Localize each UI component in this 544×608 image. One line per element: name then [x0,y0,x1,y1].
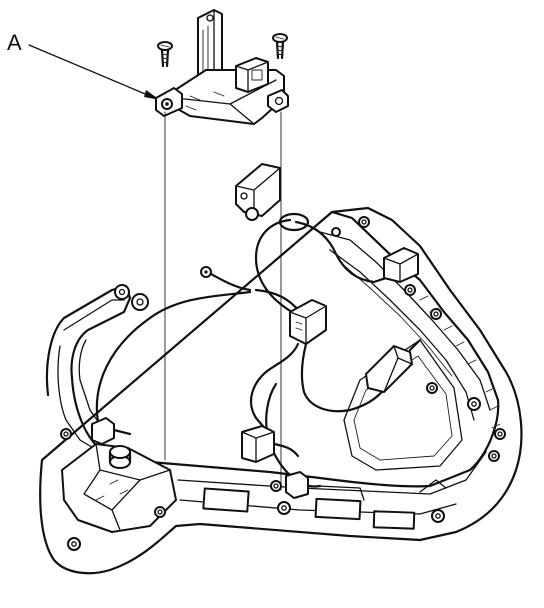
rim-detail [95,295,501,501]
frame-bosses [60,216,506,551]
mounting-bracket [155,9,289,125]
screw-left [157,41,173,68]
screw-right [272,33,288,60]
main-frame [39,206,523,575]
callout-a-label: A [7,30,22,55]
upper-connector-mount [235,163,281,221]
callout-a: A [7,30,160,100]
callout-a-leader-line [28,44,151,97]
wire-harness [91,212,422,499]
